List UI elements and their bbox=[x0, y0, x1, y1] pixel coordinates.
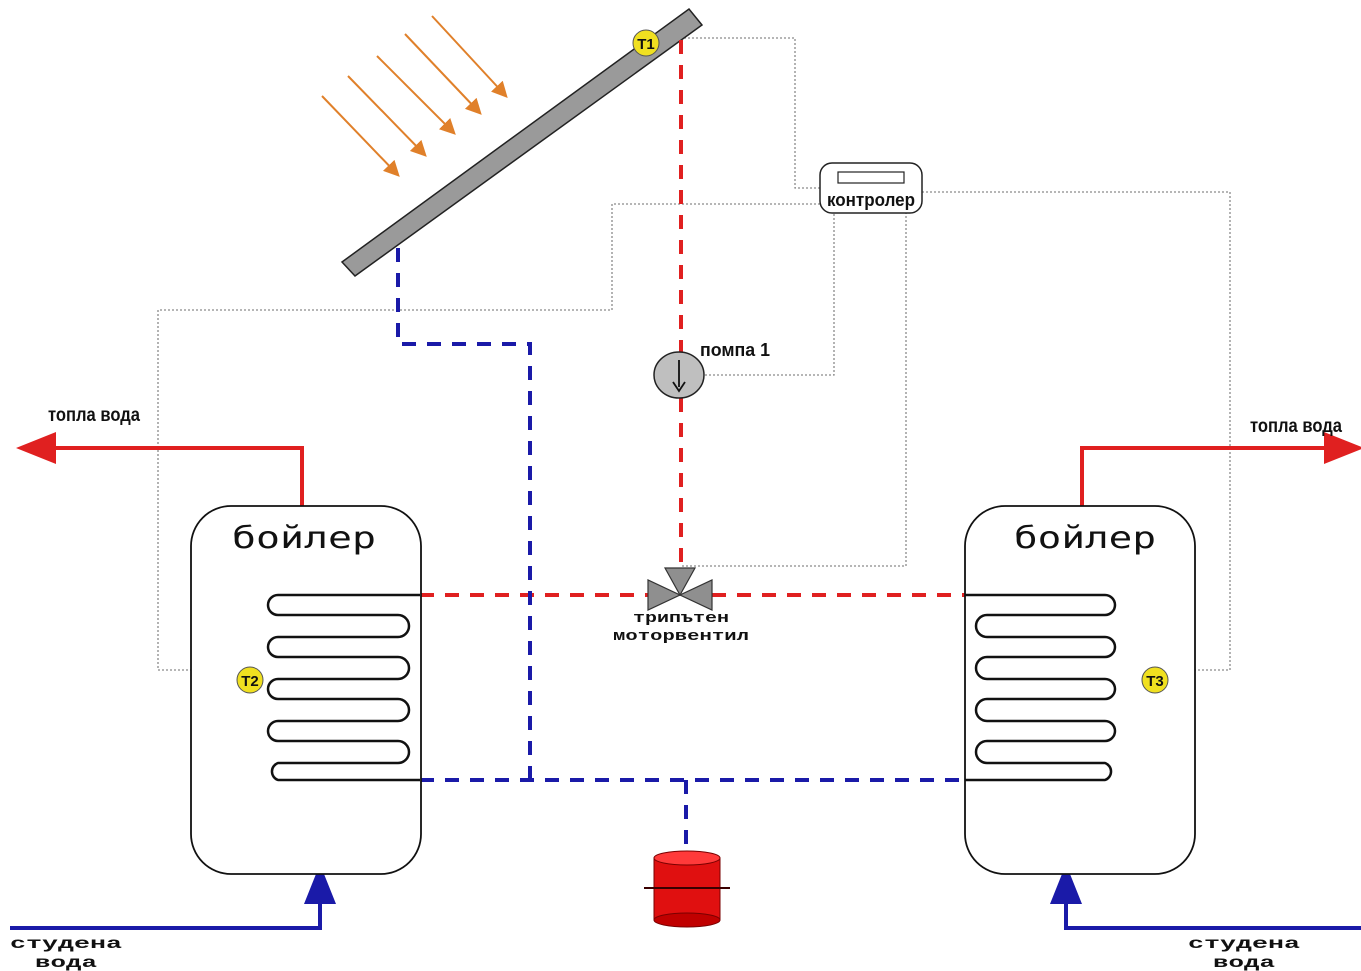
hot-water-outlets bbox=[16, 432, 1361, 508]
sensor-t3: T3 bbox=[1141, 666, 1169, 694]
controller-label: контролер bbox=[827, 190, 915, 210]
pump bbox=[653, 351, 705, 399]
valve-label-line2: моторвентил bbox=[613, 628, 749, 645]
boiler-left bbox=[190, 505, 422, 875]
cold-water-inlets bbox=[10, 864, 1361, 930]
heat-exchanger-coil-right bbox=[965, 593, 1117, 782]
svg-text:T2: T2 bbox=[241, 673, 259, 690]
hot-circuit bbox=[420, 40, 965, 597]
cold-circuit bbox=[396, 248, 965, 852]
hot-water-left-label: топла вода bbox=[48, 405, 140, 426]
boiler-right-label: бойлер bbox=[1014, 521, 1156, 556]
valve-label-line1: трипътен bbox=[633, 610, 729, 627]
cold-water-left-label-2: вода bbox=[35, 954, 98, 971]
cold-water-right-label-1: студена bbox=[1188, 935, 1301, 953]
sensor-t1: T1 bbox=[632, 29, 660, 57]
svg-text:T3: T3 bbox=[1146, 673, 1164, 690]
cold-water-left-label-1: студена bbox=[10, 935, 123, 953]
solar-collector bbox=[340, 7, 704, 277]
hot-water-right-label: топла вода bbox=[1250, 416, 1342, 437]
expansion-tank bbox=[644, 850, 730, 928]
boiler-left-label: бойлер bbox=[232, 521, 376, 556]
svg-text:T1: T1 bbox=[637, 36, 655, 53]
pump-label: помпа 1 bbox=[700, 340, 770, 360]
controller bbox=[819, 162, 923, 214]
cold-water-right-label-2: вода bbox=[1213, 954, 1276, 971]
boiler-right bbox=[964, 505, 1196, 875]
three-way-valve bbox=[647, 567, 713, 611]
sun-rays bbox=[321, 15, 508, 177]
sensor-t2: T2 bbox=[236, 666, 264, 694]
heat-exchanger-coil-left bbox=[266, 593, 420, 782]
